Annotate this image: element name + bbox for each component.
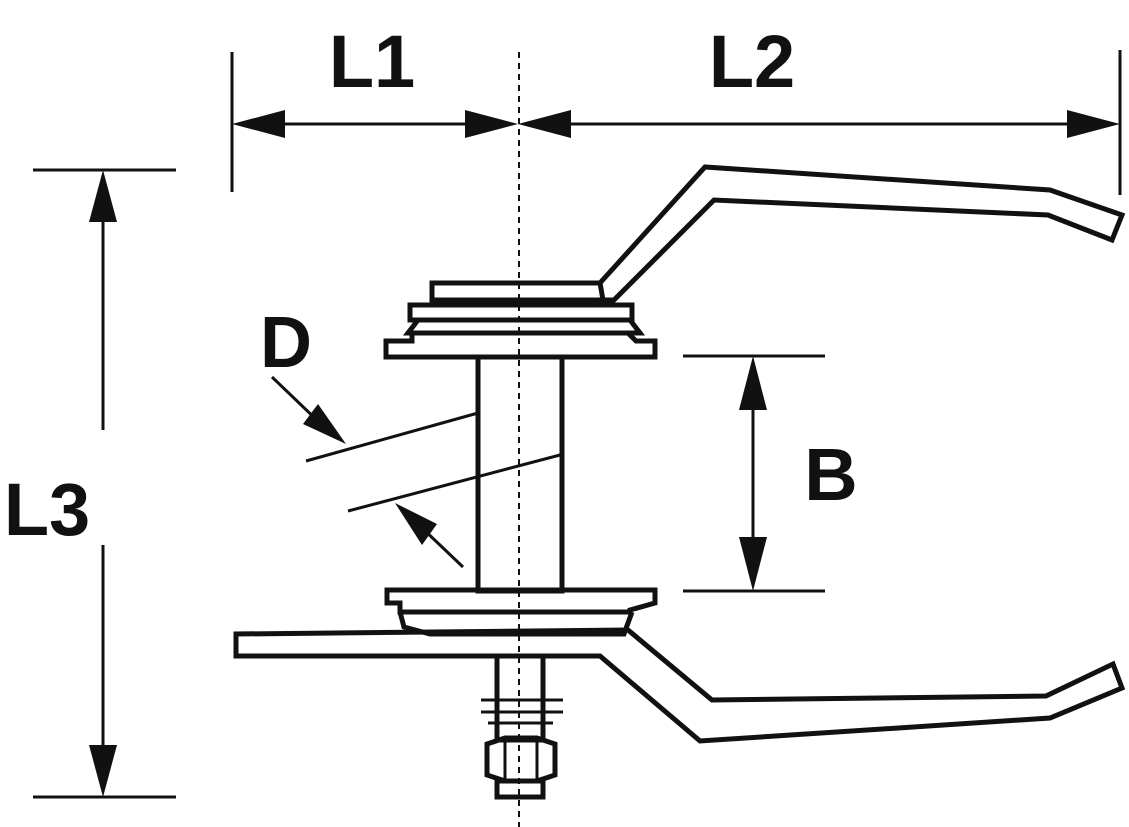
dimension-l3 xyxy=(33,168,176,799)
dimension-b xyxy=(683,354,825,593)
dimension-l1-l2 xyxy=(230,50,1122,195)
insulator-body xyxy=(383,280,658,637)
label-l2: L2 xyxy=(709,20,795,103)
label-d: D xyxy=(260,303,312,383)
label-l1: L1 xyxy=(329,20,415,103)
dimension-d xyxy=(270,375,561,569)
label-b: B xyxy=(804,433,857,516)
lower-arm xyxy=(233,627,1126,744)
upper-arm xyxy=(598,164,1126,303)
bolt-assembly xyxy=(481,653,563,800)
label-l3: L3 xyxy=(4,468,90,551)
